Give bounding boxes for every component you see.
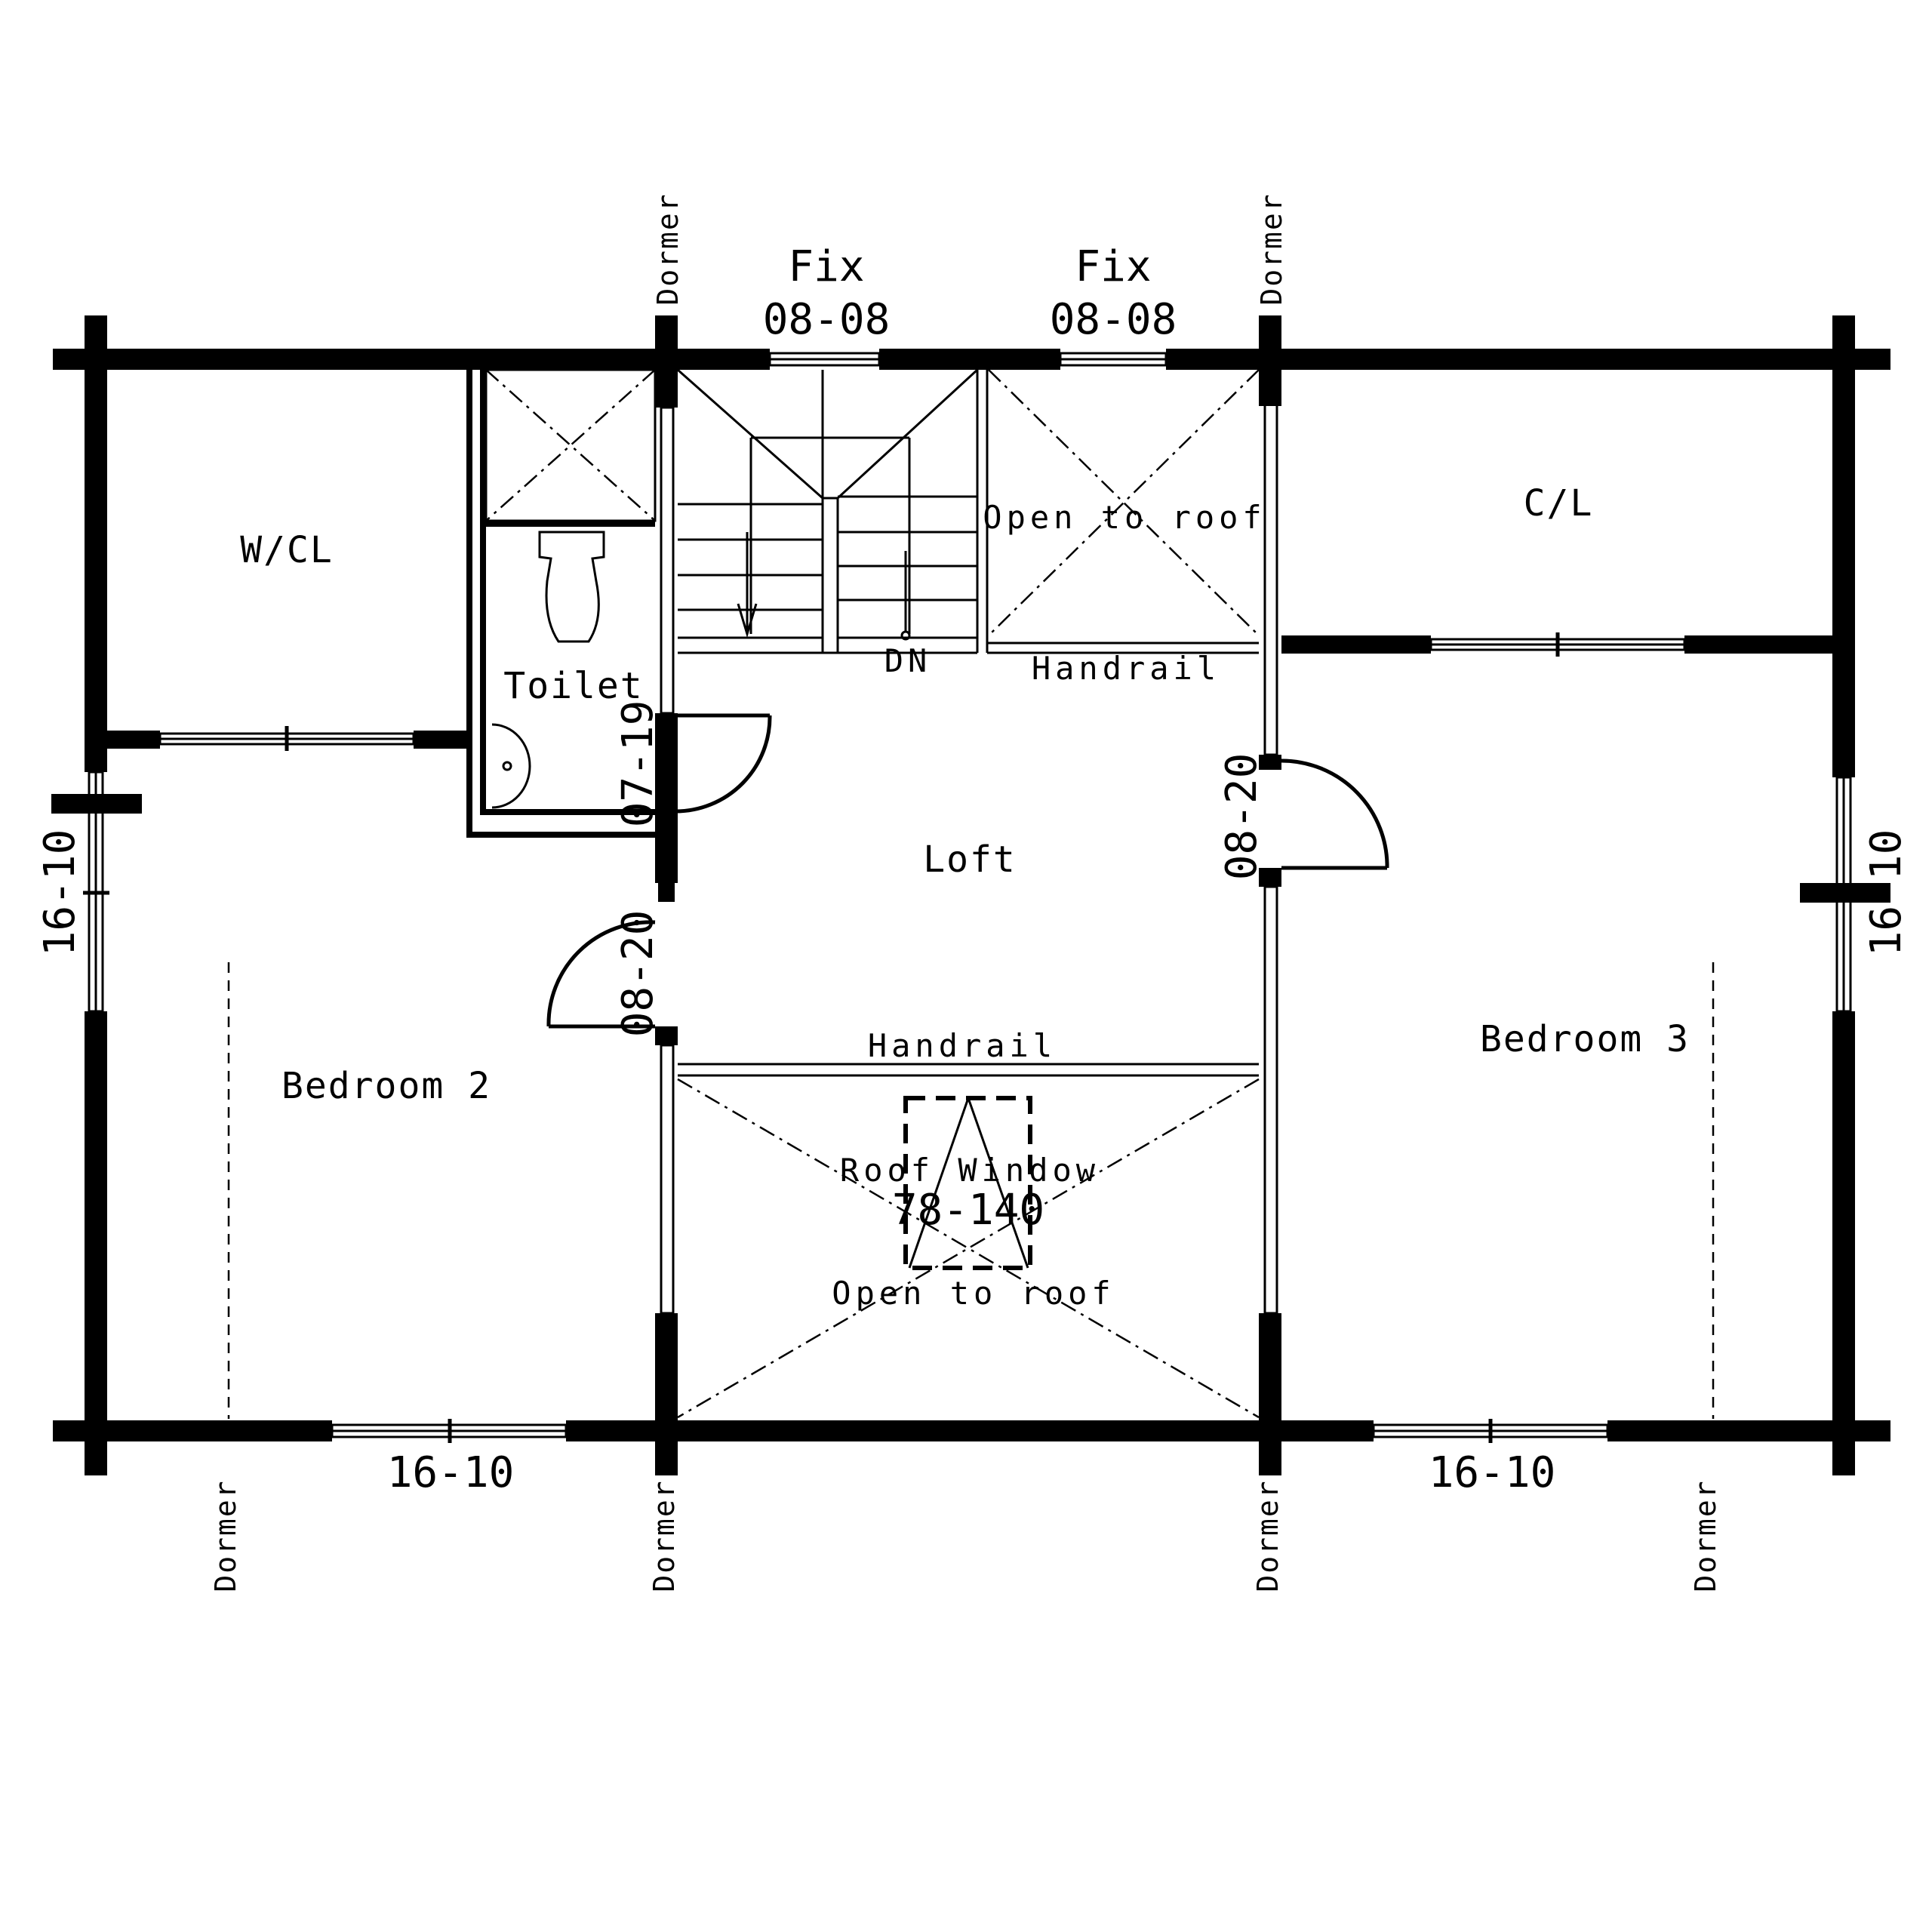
open-to-roof-top-area bbox=[987, 369, 1260, 654]
open-to-roof-top-label: Open to roof bbox=[983, 499, 1266, 536]
room-loft-label: Loft bbox=[923, 838, 1017, 881]
room-toilet-label: Toilet bbox=[503, 665, 643, 707]
room-labels: W/CL Toilet C/L Loft Bedroom 2 Bedroom 3 bbox=[240, 482, 1690, 1107]
roof-window-size-label: 78-140 bbox=[892, 1186, 1044, 1235]
bottom-right-window-size: 16-10 bbox=[1429, 1448, 1556, 1497]
bottom-left-window-size: 16-10 bbox=[387, 1448, 515, 1497]
open-to-roof-bottom-area bbox=[677, 1063, 1260, 1419]
dormer-bottom-1-label: Dormer bbox=[209, 1479, 242, 1592]
door-labels: 07-19 08-20 08-20 bbox=[614, 700, 1266, 1038]
room-cl-label: C/L bbox=[1524, 482, 1594, 525]
fix-window-1-label: Fix bbox=[788, 242, 864, 291]
left-window-size: 16-10 bbox=[35, 829, 85, 957]
dormer-bottom-4-label: Dormer bbox=[1689, 1479, 1722, 1592]
handrail-bottom-label: Handrail bbox=[868, 1027, 1057, 1064]
dormer-bottom-3-label: Dormer bbox=[1251, 1479, 1284, 1592]
room-bedroom3-label: Bedroom 3 bbox=[1480, 1018, 1690, 1060]
room-bedroom2-label: Bedroom 2 bbox=[281, 1065, 491, 1107]
dormer-bottom-2-label: Dormer bbox=[648, 1479, 681, 1592]
bedroom3-door-size: 08-20 bbox=[1217, 753, 1266, 881]
doors bbox=[546, 713, 1389, 1029]
dormer-top-2-label: Dormer bbox=[1255, 192, 1288, 305]
staircase bbox=[677, 368, 989, 654]
fix-window-2-size: 08-08 bbox=[1050, 295, 1177, 344]
dn-label: DN bbox=[884, 642, 932, 679]
window-labels: Fix 08-08 Fix 08-08 16-10 16-10 16-10 16… bbox=[35, 242, 1911, 1497]
handrail-top-label: Handrail bbox=[1032, 650, 1220, 687]
toilet-door-size: 07-19 bbox=[614, 700, 663, 828]
dormer-lines bbox=[227, 962, 1715, 1419]
open-to-roof-bottom-label: Open to roof bbox=[832, 1275, 1115, 1312]
dormer-top-1-label: Dormer bbox=[651, 192, 685, 305]
bedroom2-door-size: 08-20 bbox=[614, 910, 663, 1038]
right-window-size: 16-10 bbox=[1862, 829, 1911, 957]
roof-window-label: Roof Window bbox=[840, 1152, 1100, 1189]
windows bbox=[83, 352, 1857, 1443]
room-wcl-label: W/CL bbox=[240, 529, 334, 571]
interior-walls bbox=[107, 370, 1832, 1315]
toilet-fixtures bbox=[485, 368, 657, 809]
annotation-notes: Open to roof Handrail DN Handrail Roof W… bbox=[832, 499, 1266, 1312]
fix-window-1-size: 08-08 bbox=[763, 295, 891, 344]
fix-window-2-label: Fix bbox=[1075, 242, 1151, 291]
dormer-labels: Dormer Dormer Dormer Dormer Dormer Dorme… bbox=[209, 192, 1722, 1592]
